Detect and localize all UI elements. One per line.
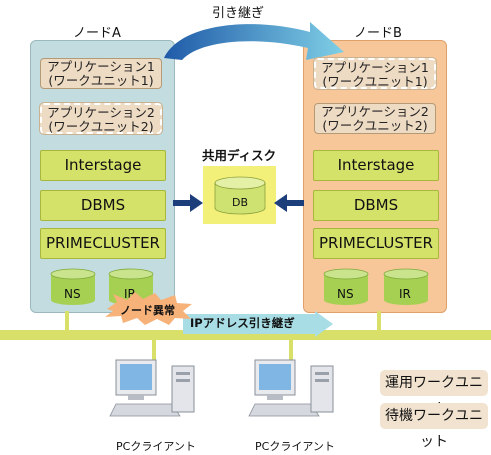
db-label: DB — [232, 196, 249, 209]
node-b-app2: アプリケーション2 (ワークユニット2) — [314, 103, 436, 134]
node-b-ir-label: IR — [399, 287, 411, 301]
node-b-interstage: Interstage — [313, 150, 439, 181]
pc-client-1-label: PCクライアント — [116, 440, 196, 453]
legend-active-workunit: 運用ワークユニット — [380, 370, 488, 417]
shared-disk-label: 共用ディスク — [202, 148, 277, 163]
node-a-primecluster: PRIMECLUSTER — [40, 228, 166, 259]
ip-takeover-label: IPアドレス引き継ぎ — [190, 316, 295, 330]
node-a-ir-label: IR — [124, 287, 136, 301]
failure-burst-icon — [105, 292, 192, 325]
network-drop-pc2 — [289, 340, 293, 360]
node-b-app2-unit: (ワークユニット2) — [322, 118, 428, 133]
pc-client-2-label: PCクライアント — [255, 440, 335, 453]
node-a-dbms: DBMS — [40, 190, 166, 221]
node-a-app2-name: アプリケーション2 — [47, 105, 155, 120]
node-b-ns-disk-icon — [323, 268, 369, 305]
node-b-app1-unit: (ワークユニット1) — [322, 74, 428, 89]
node-b-ns-label: NS — [337, 287, 354, 301]
arrow-left-icon — [274, 194, 304, 212]
node-a-app2: アプリケーション2 (ワークユニット2) — [39, 102, 163, 135]
node-b-ir-disk-icon — [383, 268, 429, 305]
network-drop-node-b — [377, 311, 381, 331]
node-a-ns-label: NS — [64, 287, 81, 301]
node-a-app1: アプリケーション1 (ワークユニット1) — [40, 58, 162, 89]
node-a-interstage: Interstage — [40, 150, 166, 181]
handover-arrow — [164, 22, 344, 60]
network-bar — [0, 330, 491, 340]
node-a-app1-unit: (ワークユニット1) — [48, 73, 154, 88]
pc-client-2-icon — [248, 359, 334, 417]
network-drop-pc1 — [152, 340, 156, 360]
node-a-ns-disk-icon — [50, 268, 96, 305]
shared-db-disk-icon — [214, 176, 266, 215]
node-b-primecluster: PRIMECLUSTER — [313, 228, 439, 259]
ip-takeover-arrow — [183, 311, 333, 337]
pc-client-1-icon — [109, 359, 195, 417]
node-b-dbms: DBMS — [313, 190, 439, 221]
node-b-title: ノードB — [354, 26, 402, 41]
legend-standby-workunit: 待機ワークユニット — [380, 403, 488, 450]
node-b-app2-name: アプリケーション2 — [321, 104, 429, 119]
handover-label: 引き継ぎ — [212, 6, 265, 21]
network-drop-node-a — [65, 311, 69, 331]
node-a-app1-name: アプリケーション1 — [47, 59, 155, 74]
arrow-right-icon — [173, 194, 203, 212]
node-a-app2-unit: (ワークユニット2) — [48, 119, 154, 134]
node-b-app1: アプリケーション1 (ワークユニット1) — [313, 57, 437, 90]
node-a-title: ノードA — [73, 26, 121, 41]
node-failure-label: ノード異常 — [120, 304, 175, 317]
node-b-app1-name: アプリケーション1 — [321, 60, 429, 75]
